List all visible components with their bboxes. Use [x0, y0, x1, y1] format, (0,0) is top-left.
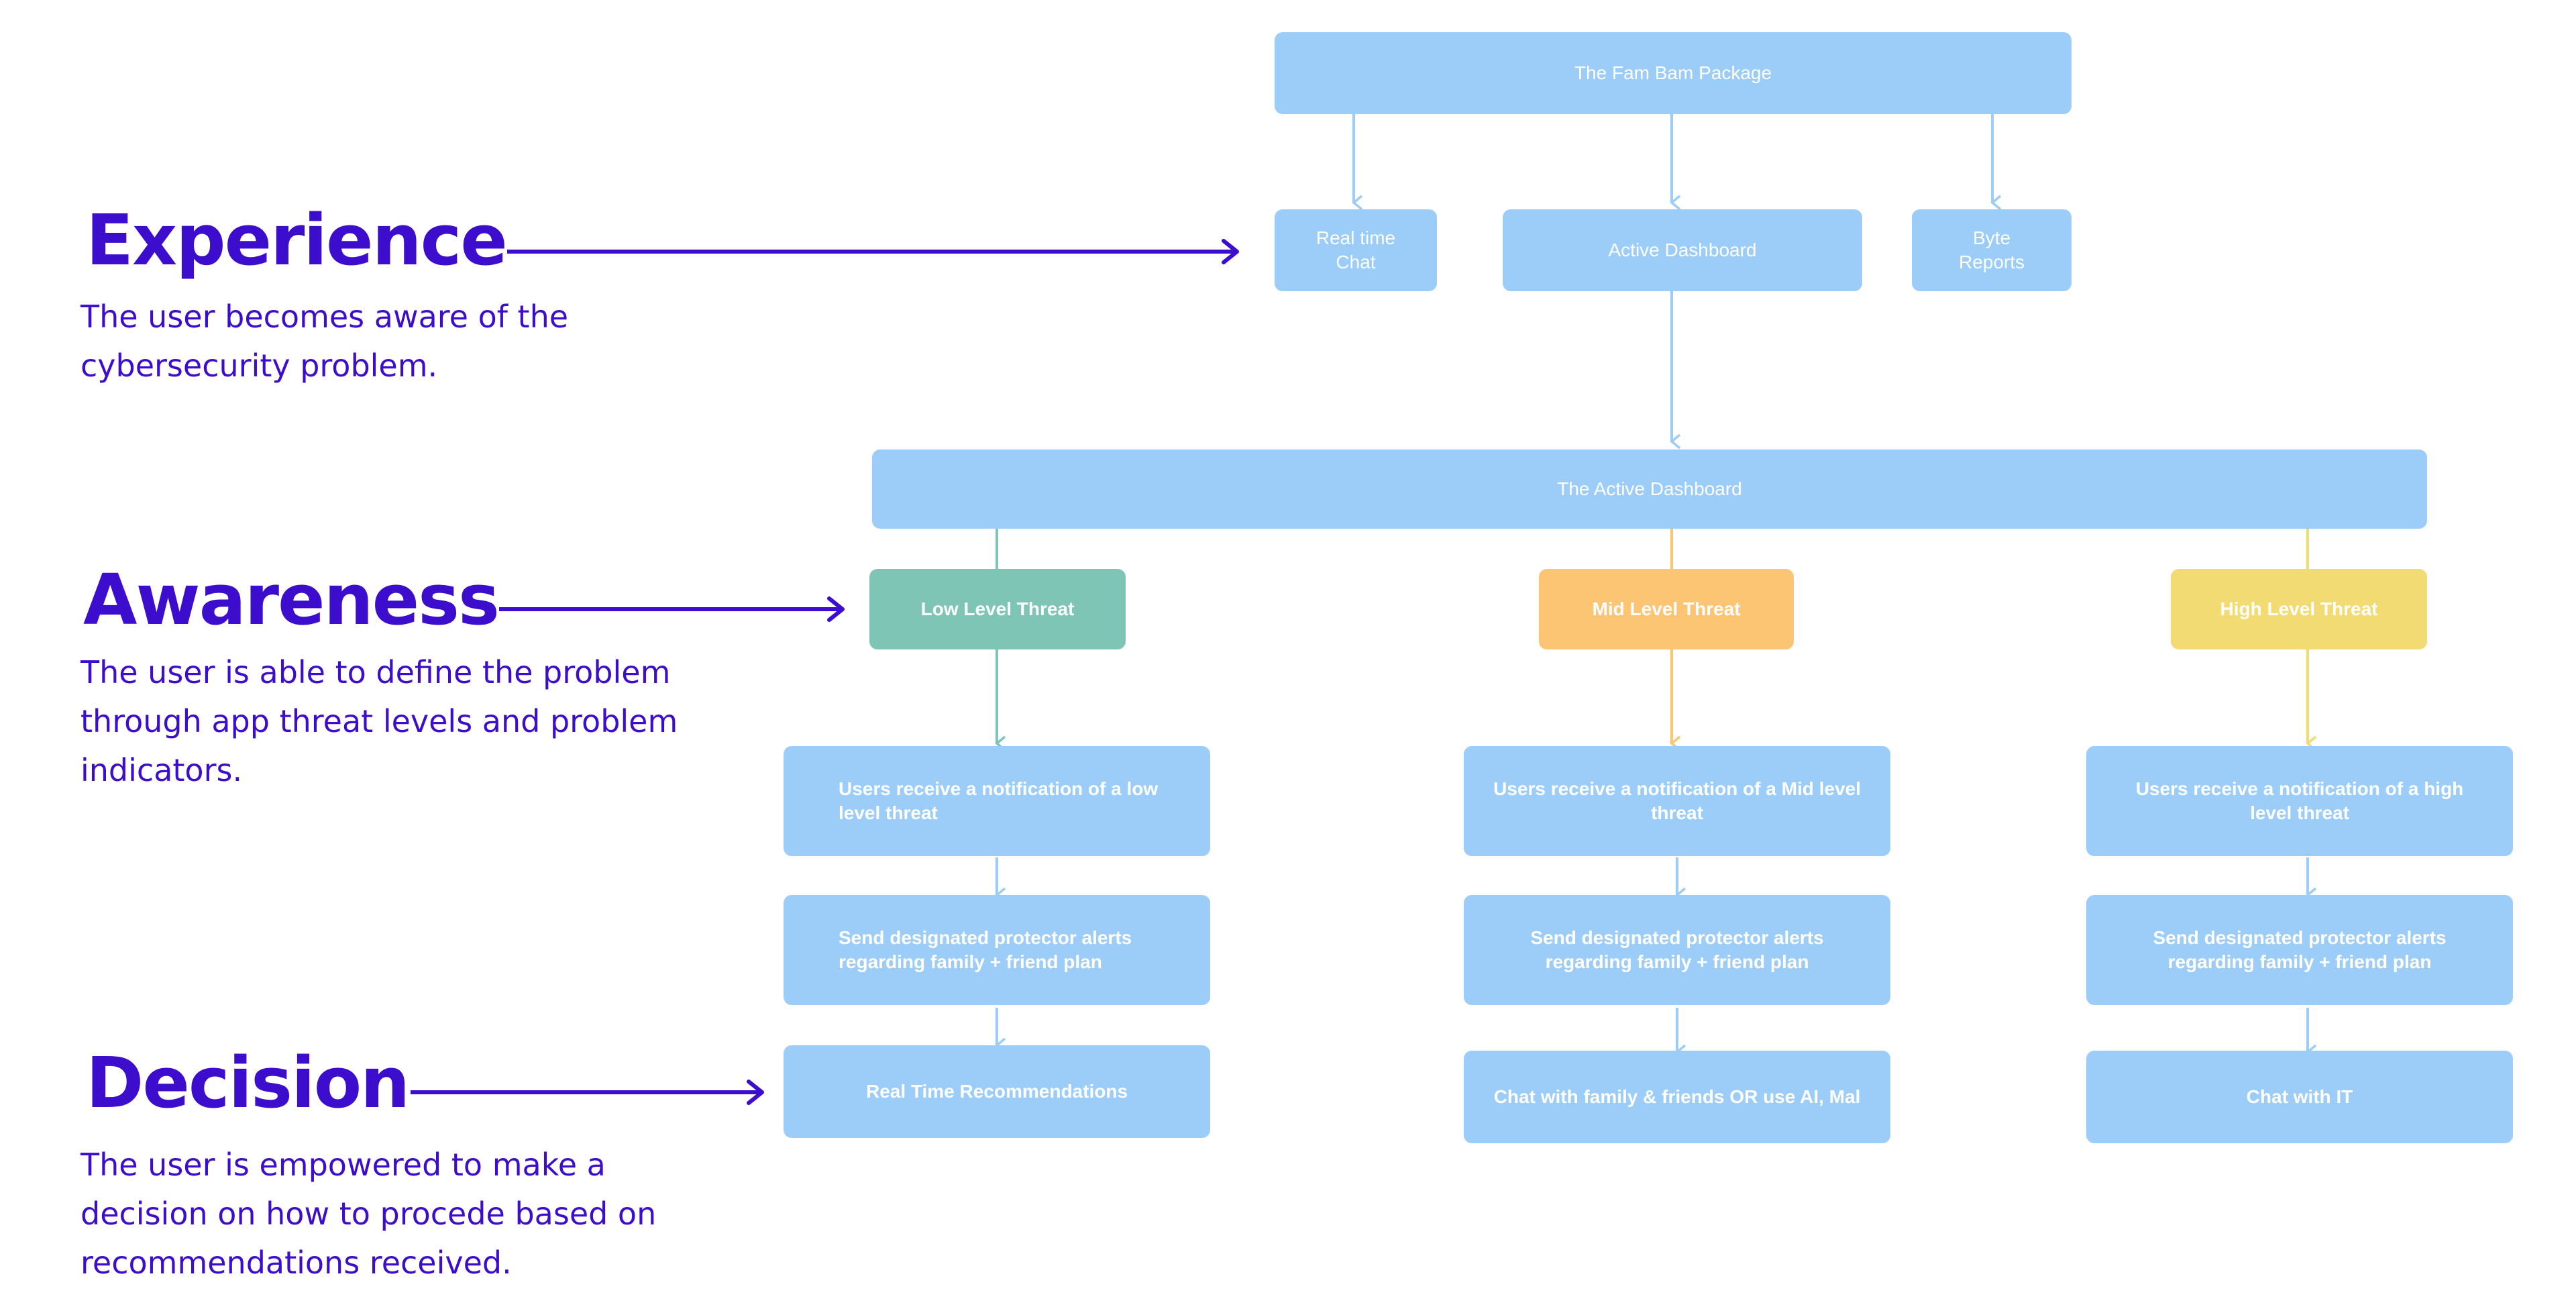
root-node: The Fam Bam Package: [1275, 32, 2072, 114]
experience-description: The user becomes aware of the cybersecur…: [80, 299, 569, 384]
decision-description: The user is empowered to make a decision…: [80, 1147, 657, 1281]
experience-heading: Experience: [86, 199, 508, 281]
feature-active-dashboard: Active Dashboard: [1503, 209, 1862, 291]
threat-low-node: Low Level Threat: [869, 569, 1126, 649]
low-action-node: Real Time Recommendations: [784, 1045, 1210, 1138]
high-notification-node: Users receive a notification of a high l…: [2086, 746, 2513, 856]
high-alert-node: Send designated protector alerts regardi…: [2086, 895, 2513, 1005]
mid-notification-node: Users receive a notification of a Mid le…: [1464, 746, 1890, 856]
feature-byte-reports: Byte Reports: [1912, 209, 2072, 291]
low-notification-node: Users receive a notification of a low le…: [784, 746, 1210, 856]
awareness-description: The user is able to define the problem t…: [80, 654, 678, 788]
mid-action-node: Chat with family & friends OR use AI, Ma…: [1464, 1051, 1890, 1143]
threat-mid-node: Mid Level Threat: [1539, 569, 1794, 649]
active-dashboard-node: The Active Dashboard: [872, 450, 2427, 529]
mid-alert-node: Send designated protector alerts regardi…: [1464, 895, 1890, 1005]
high-action-node: Chat with IT: [2086, 1051, 2513, 1143]
decision-heading: Decision: [86, 1042, 410, 1124]
low-alert-node: Send designated protector alerts regardi…: [784, 895, 1210, 1005]
threat-high-node: High Level Threat: [2171, 569, 2427, 649]
awareness-heading: Awareness: [83, 559, 500, 641]
feature-realtime-chat: Real time Chat: [1275, 209, 1437, 291]
